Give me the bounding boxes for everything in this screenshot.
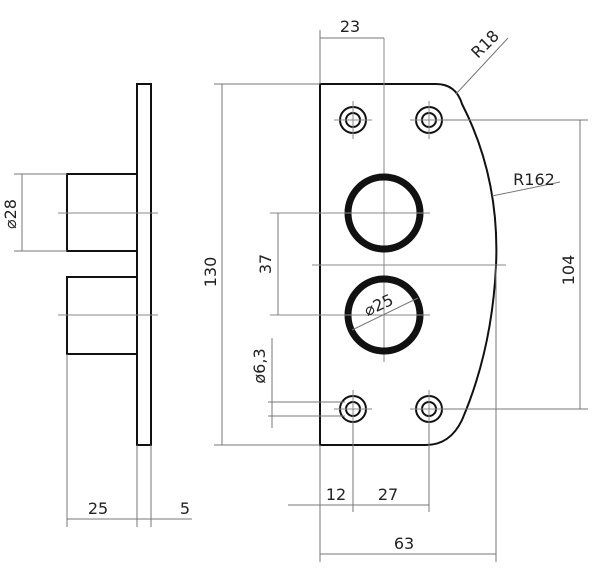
screw-hole-top-left — [334, 101, 372, 139]
corner-radius-label: R18 — [467, 26, 503, 62]
total-width-label: 63 — [394, 534, 414, 553]
screw-spacing-label: 104 — [559, 255, 578, 286]
corner-radius-leader — [455, 37, 509, 95]
edge-radius-label: R162 — [513, 170, 555, 189]
front-view: 23 R18 R162 130 37 104 ⌀25 ø6,3 12 — [201, 17, 588, 562]
screw-offset-label: 12 — [326, 485, 346, 504]
side-diameter-label: ⌀28 — [1, 199, 20, 229]
screw-diameter-label: ø6,3 — [250, 348, 269, 383]
edge-radius-leader — [491, 181, 561, 197]
side-view: ⌀28 25 5 — [1, 83, 192, 527]
side-length-label: 25 — [88, 499, 108, 518]
screw-hole-top-right — [410, 101, 448, 139]
screw-pitch-label: 27 — [378, 485, 398, 504]
total-height-label: 130 — [201, 257, 220, 288]
side-plate — [136, 83, 152, 446]
hole-diameter-leader — [351, 297, 419, 331]
hole-spacing-label: 37 — [256, 254, 275, 274]
plate-thickness-label: 5 — [180, 499, 190, 518]
top-width-label: 23 — [340, 17, 360, 36]
